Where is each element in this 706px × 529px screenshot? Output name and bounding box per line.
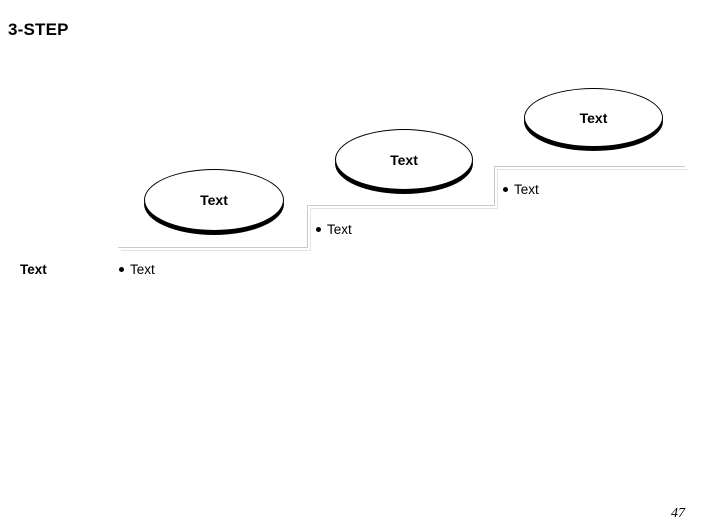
step2-ellipse-body: Text <box>335 129 473 190</box>
step2-riser-line <box>307 205 308 248</box>
bullet-dot-icon <box>119 267 124 272</box>
bullet-dot-icon <box>316 227 321 232</box>
step1-tread-line <box>118 247 307 248</box>
step3-tread-line <box>494 166 685 167</box>
step2-riser-shadow <box>310 208 311 251</box>
step3-bullet-label: Text <box>514 182 539 197</box>
bullet-dot-icon <box>503 187 508 192</box>
step2-bullet-label: Text <box>327 222 352 237</box>
step1-bullet-label: Text <box>130 262 155 277</box>
step3-ellipse-body: Text <box>524 88 663 147</box>
side-label: Text <box>20 262 47 277</box>
step3-ellipse-label: Text <box>579 109 608 126</box>
step1-tread-shadow <box>121 250 310 251</box>
step3-bullet-item: Text <box>503 182 539 197</box>
step1-ellipse-label: Text <box>200 192 228 208</box>
step1-ellipse-body: Text <box>144 169 284 231</box>
step2-tread-shadow <box>310 208 497 209</box>
step1-bullet-item: Text <box>119 262 155 277</box>
step2-ellipse-label: Text <box>390 151 418 168</box>
step1-ellipse: Text <box>144 169 284 235</box>
step3-tread-shadow <box>497 169 688 170</box>
step2-bullet-item: Text <box>316 222 352 237</box>
step3-ellipse: Text <box>524 88 663 151</box>
slide-title: 3-STEP <box>8 20 69 39</box>
step3-riser-shadow <box>497 169 498 209</box>
step3-riser-line <box>494 166 495 206</box>
step2-ellipse: Text <box>335 129 473 194</box>
step2-tread-line <box>307 205 494 206</box>
page-number: 47 <box>671 506 685 521</box>
